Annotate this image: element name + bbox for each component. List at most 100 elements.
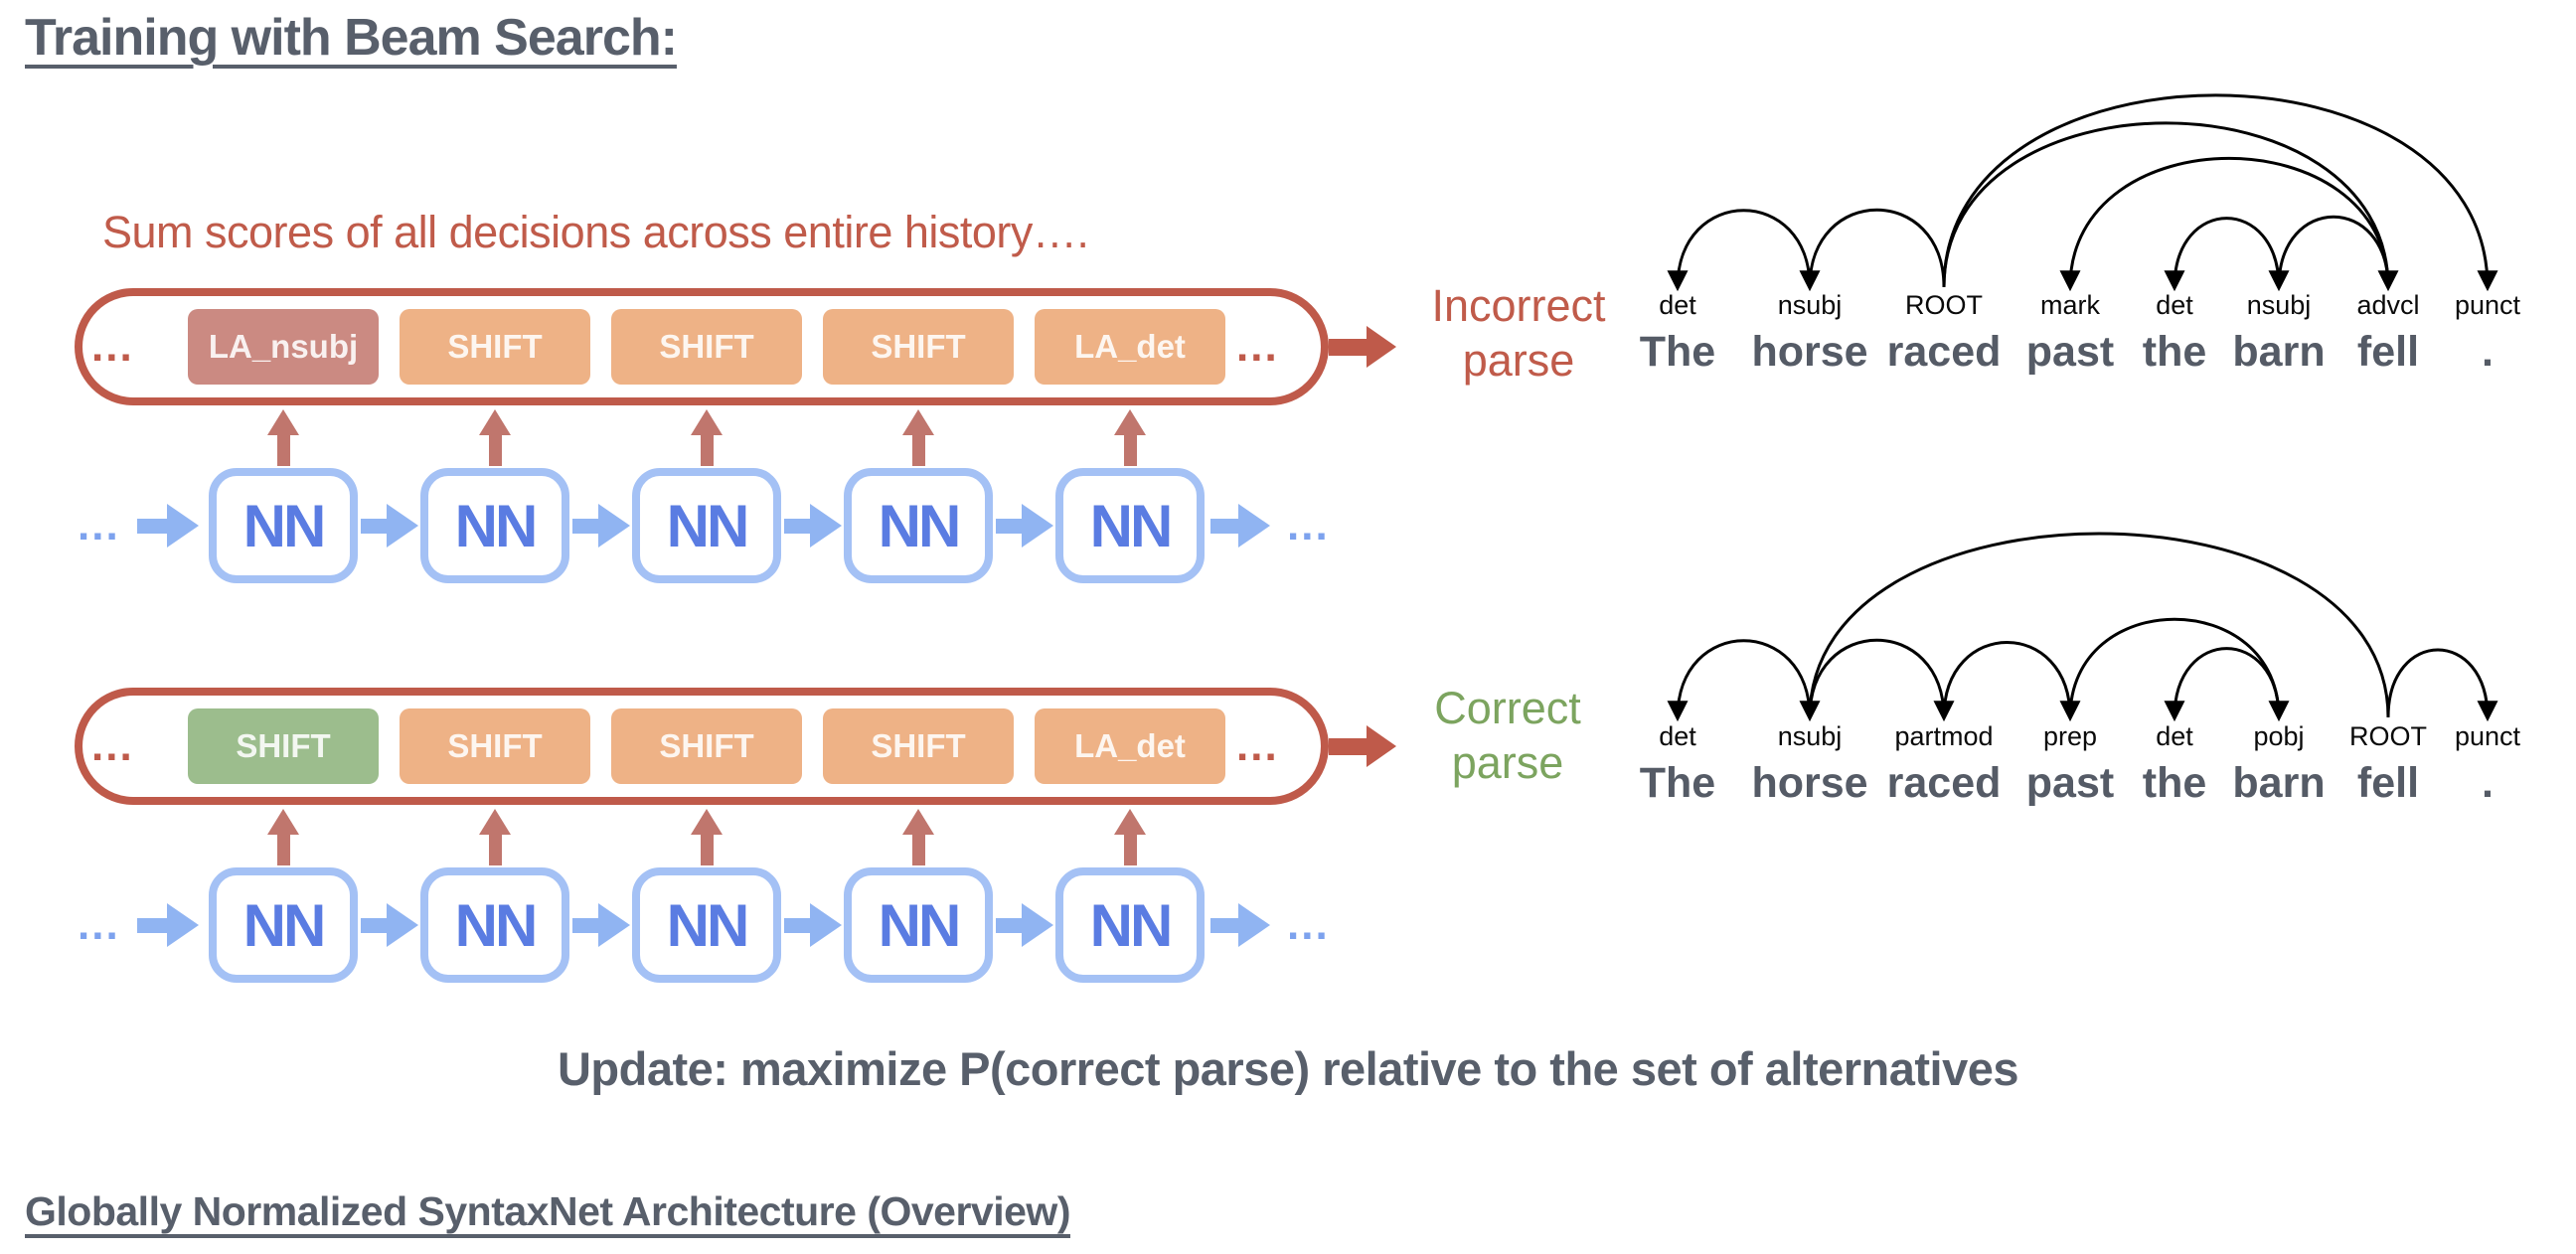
nn-arrow-icon [810, 903, 842, 947]
up-arrow-icon [1124, 435, 1137, 466]
up-arrow-icon [489, 835, 502, 865]
up-arrow-icon [267, 409, 299, 435]
parse-arc-prep [1942, 641, 2081, 722]
sentence-word: the [2143, 328, 2207, 376]
nn-arrow-icon [784, 519, 810, 534]
nn-node: NN [420, 867, 569, 983]
incorrect-parse-label: Incorrect parse [1431, 280, 1606, 386]
up-arrow-icon [1114, 409, 1146, 435]
sentence-word: horse [1751, 328, 1867, 376]
parse-relation-label: punct [2455, 721, 2521, 751]
parse-relation-label: det [2156, 290, 2193, 320]
parse-arc-punct [1942, 93, 2498, 292]
nn-arrow-icon [572, 918, 598, 933]
nn-arrow-icon [996, 519, 1022, 534]
parse-arc-partmod [1808, 638, 1955, 722]
up-arrow-icon [479, 809, 511, 835]
parse-relation-label: advcl [2356, 290, 2419, 320]
nn-arrow-icon [361, 918, 387, 933]
nn-node: NN [1055, 468, 1205, 583]
parse-arc-det [2164, 217, 2281, 292]
nn-arrow-icon [167, 504, 199, 548]
up-arrow-icon [691, 409, 723, 435]
up-arrow-icon [277, 435, 290, 466]
sentence-word: the [2143, 759, 2207, 807]
nn-ellipsis-left: ... [78, 900, 120, 949]
parse-relation-label: det [1659, 290, 1696, 320]
decision-box-incorrect-2: SHIFT [611, 309, 802, 385]
up-arrow-icon [912, 435, 925, 466]
sequence-ellipsis-right: ... [1236, 721, 1279, 770]
parse-arc-punct [2386, 648, 2498, 722]
sequence-ellipsis-right: ... [1236, 322, 1279, 371]
parse-relation-label: det [2156, 721, 2193, 751]
nn-arrow-icon [137, 519, 167, 534]
nn-arrow-icon [361, 519, 387, 534]
update-caption: Update: maximize P(correct parse) relati… [557, 1042, 2019, 1095]
flow-arrow-icon [1367, 326, 1396, 368]
sentence-word: horse [1751, 759, 1867, 807]
correct-parse-label: Correct parse [1434, 683, 1581, 788]
sentence-word: fell [2357, 759, 2419, 807]
sentence-word: The [1640, 328, 1715, 376]
nn-arrow-icon [387, 504, 418, 548]
parse-relation-label: pobj [2253, 721, 2304, 751]
decision-box-correct-4: LA_det [1035, 708, 1225, 784]
nn-arrow-icon [387, 903, 418, 947]
slide-title: Training with Beam Search: [25, 9, 678, 67]
up-arrow-icon [489, 435, 502, 466]
sum-scores-caption: Sum scores of all decisions across entir… [102, 207, 1089, 257]
sentence-word: fell [2357, 328, 2419, 376]
parse-arc-mark [2059, 156, 2390, 292]
parse-relation-label: ROOT [1905, 290, 1983, 320]
sentence-word: . [2482, 759, 2494, 807]
nn-arrow-icon [1238, 504, 1270, 548]
decision-box-correct-0: SHIFT [188, 708, 379, 784]
sentence-word: past [2026, 759, 2114, 807]
parse-relation-label: nsubj [1778, 290, 1843, 320]
parse-arc-nsubj [1799, 208, 1946, 292]
sequence-ellipsis-left: ... [91, 322, 134, 371]
decision-box-incorrect-4: LA_det [1035, 309, 1225, 385]
parse-arc-nsubj [2268, 215, 2390, 292]
nn-node: NN [209, 468, 358, 583]
nn-arrow-icon [996, 918, 1022, 933]
up-arrow-icon [1114, 809, 1146, 835]
next-slide-heading: Globally Normalized SyntaxNet Architectu… [25, 1188, 1070, 1234]
up-arrow-icon [1124, 835, 1137, 865]
nn-arrow-icon [1022, 903, 1053, 947]
parse-relation-label: prep [2043, 721, 2097, 751]
decision-box-incorrect-3: SHIFT [823, 309, 1014, 385]
decision-box-incorrect-0: LA_nsubj [188, 309, 379, 385]
nn-arrow-icon [1238, 903, 1270, 947]
nn-arrow-icon [572, 519, 598, 534]
parse-arc-det [1667, 209, 1812, 292]
up-arrow-icon [701, 835, 714, 865]
nn-arrow-icon [598, 504, 630, 548]
nn-node: NN [844, 468, 993, 583]
sentence-word: barn [2232, 328, 2325, 376]
up-arrow-icon [902, 409, 934, 435]
sentence-word: raced [1887, 328, 2002, 376]
parse-arc-nsubj [1799, 532, 2390, 722]
nn-arrow-icon [784, 918, 810, 933]
nn-node: NN [1055, 867, 1205, 983]
nn-arrow-icon [137, 918, 167, 933]
sentence-word: The [1640, 759, 1715, 807]
up-arrow-icon [267, 809, 299, 835]
sequence-ellipsis-left: ... [91, 721, 134, 770]
parse-relation-label: mark [2040, 290, 2100, 320]
up-arrow-icon [691, 809, 723, 835]
nn-ellipsis-right: ... [1287, 900, 1330, 949]
nn-arrow-icon [598, 903, 630, 947]
nn-ellipsis-right: ... [1287, 501, 1330, 549]
flow-arrow-icon [1367, 725, 1396, 767]
parse-relation-label: nsubj [2247, 290, 2312, 320]
decision-box-correct-3: SHIFT [823, 708, 1014, 784]
parse-arc-det [1667, 639, 1812, 722]
nn-ellipsis-left: ... [78, 501, 120, 549]
